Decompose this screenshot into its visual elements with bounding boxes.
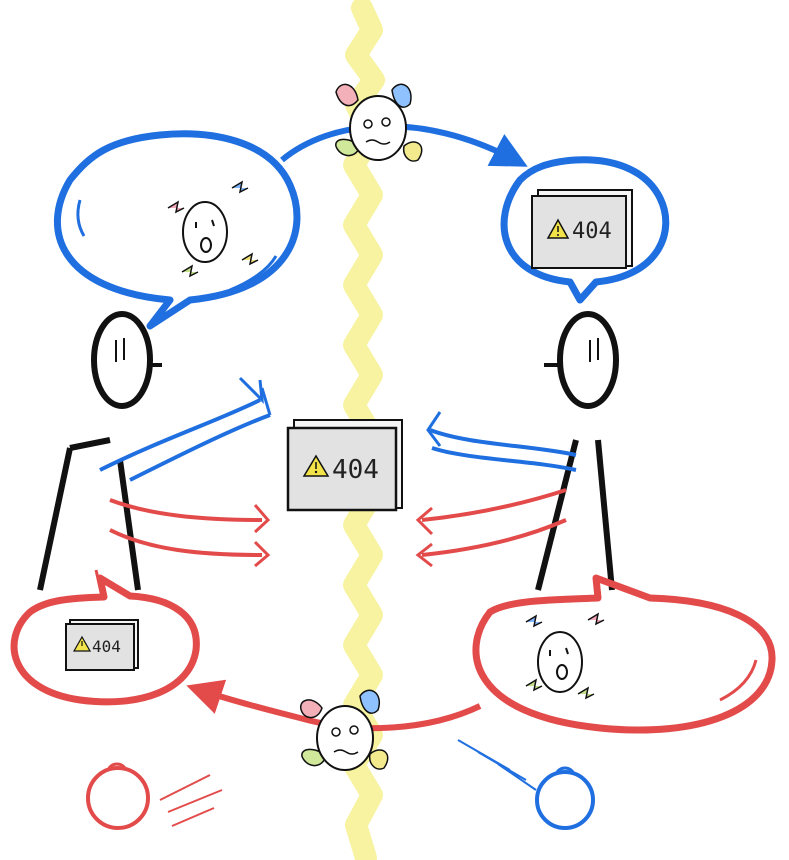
error-code-text: 404: [572, 219, 612, 244]
dizzy-sparkle-icons: [167, 180, 259, 278]
confused-face-icon: [182, 201, 228, 263]
confused-face-icon: [537, 631, 583, 693]
error-card-center: 404: [286, 419, 403, 512]
error-code-text: 404: [332, 455, 379, 485]
arrow-bottom-red: [186, 679, 482, 731]
messenger-creature-top: [335, 83, 423, 162]
arms-left-red: [109, 498, 271, 568]
error-card-bottom-left: 404: [65, 619, 139, 671]
speech-bubble-top-left: [54, 130, 301, 330]
warning-triangle-icon: [72, 635, 92, 652]
arms-right-red: [415, 488, 567, 568]
messenger-creature-bottom: [299, 689, 389, 771]
person-right: [535, 311, 619, 591]
arms-right-blue: [426, 411, 577, 472]
dizzy-sparkle-icons: [525, 612, 605, 700]
error-code-text: 404: [92, 637, 121, 656]
ball-blue-bottom-right: [457, 739, 595, 830]
arms-left-blue: [99, 376, 272, 482]
warning-triangle-icon: [302, 454, 330, 477]
error-card-top-right: 404: [531, 189, 633, 269]
warning-triangle-icon: [546, 218, 570, 239]
speech-bubble-bottom-right: [472, 574, 776, 734]
speech-bubble-bottom-left: [10, 569, 200, 706]
speech-bubble-top-right: [500, 156, 670, 304]
ball-red-bottom-left: [86, 762, 223, 830]
person-left: [37, 311, 162, 591]
